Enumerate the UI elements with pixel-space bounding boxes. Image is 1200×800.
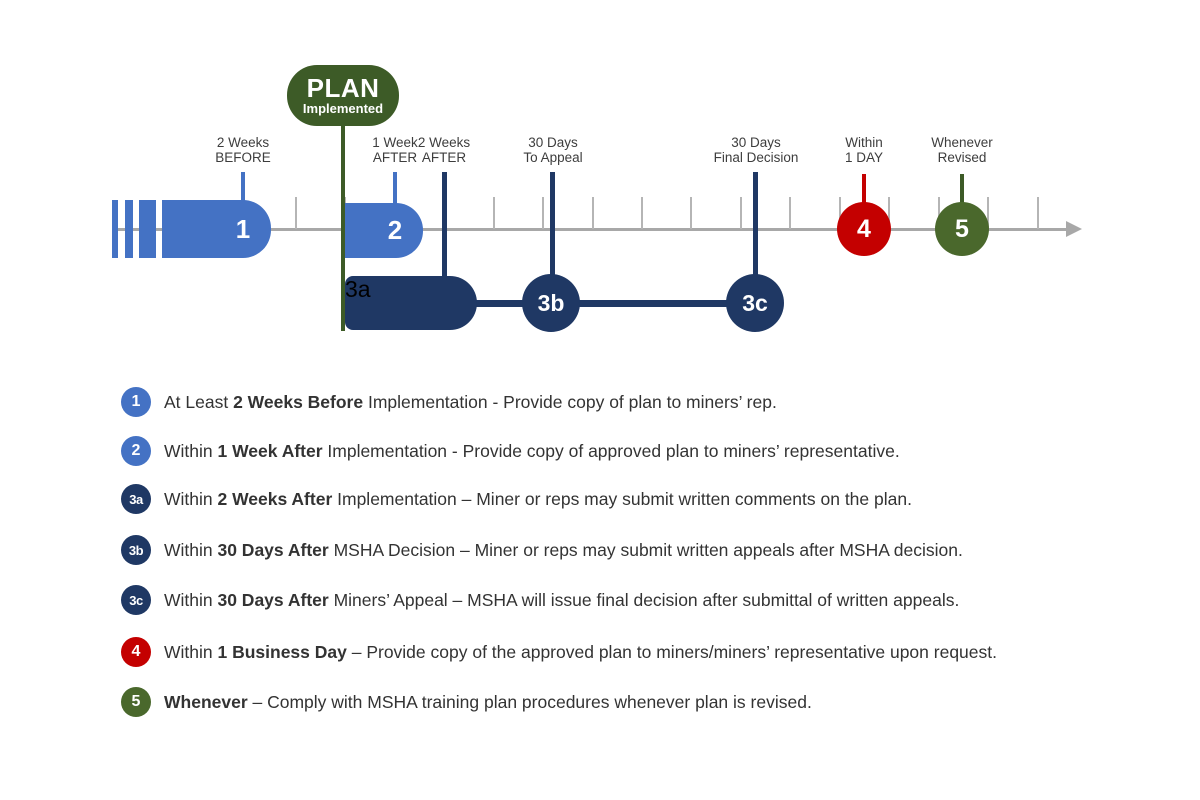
- legend-item-1: 1 At Least 2 Weeks Before Implementation…: [121, 387, 777, 417]
- node-1-label: 1: [235, 213, 251, 244]
- timeline-node-4: 4: [837, 202, 891, 256]
- timeline-tick: [295, 197, 297, 229]
- hatch-bar-icon: [112, 200, 118, 258]
- timeline-node-3c: 3c: [726, 274, 784, 332]
- legend-badge-3a: 3a: [121, 484, 151, 514]
- plan-badge-title: PLAN: [306, 73, 380, 103]
- legend-item-4: 4 Within 1 Business Day – Provide copy o…: [121, 637, 997, 667]
- timeline-tick: [542, 197, 544, 229]
- timeline-node-2: 2: [345, 203, 423, 258]
- legend-item-3a: 3a Within 2 Weeks After Implementation –…: [121, 484, 912, 514]
- timeline-label-2-weeks-before: 2 Weeks BEFORE: [215, 135, 271, 165]
- legend-text-1: At Least 2 Weeks Before Implementation -…: [164, 391, 777, 412]
- timeline-tick: [1037, 197, 1039, 229]
- legend-badge-1: 1: [121, 387, 151, 417]
- timeline-tick: [987, 197, 989, 229]
- plan-badge-subtitle: Implemented: [302, 101, 384, 116]
- node-3b-label: 3b: [537, 289, 565, 316]
- legend-badge-3c: 3c: [121, 585, 151, 615]
- node-3c-label: 3c: [742, 289, 768, 316]
- timeline-tick: [690, 197, 692, 229]
- timeline-node-1: 1: [162, 200, 271, 258]
- timeline-tick: [839, 197, 841, 229]
- legend-text-3c: Within 30 Days After Miners’ Appeal – MS…: [164, 589, 960, 610]
- legend-text-5: Whenever – Comply with MSHA training pla…: [164, 691, 812, 712]
- plan-implemented-badge: PLAN Implemented: [287, 65, 399, 126]
- timeline-label-within-1-day: Within 1 DAY: [844, 135, 884, 165]
- drop-line-3b: [550, 172, 555, 276]
- timeline-node-5: 5: [935, 202, 989, 256]
- timeline-tick: [789, 197, 791, 229]
- drop-line-4: [862, 174, 866, 203]
- node-5-label: 5: [955, 214, 969, 243]
- timeline-label-30-days-to-appeal: 30 Days To Appeal: [523, 135, 583, 165]
- hatch-bar-icon: [139, 200, 156, 258]
- legend-text-2: Within 1 Week After Implementation - Pro…: [164, 440, 900, 461]
- legend-badge-2: 2: [121, 436, 151, 466]
- legend-item-2: 2 Within 1 Week After Implementation - P…: [121, 436, 900, 466]
- drop-line-2: [393, 172, 397, 205]
- legend-text-3a: Within 2 Weeks After Implementation – Mi…: [164, 488, 912, 509]
- timeline-tick: [641, 197, 643, 229]
- timeline-tick: [740, 197, 742, 229]
- plan-implemented-line: [341, 124, 345, 331]
- timeline-label-2-weeks-after: 2 Weeks AFTER: [417, 135, 471, 165]
- node-3a-label: 3a: [345, 276, 371, 302]
- appeal-connector-line: [462, 300, 755, 307]
- timeline-label-whenever-revised: Whenever Revised: [931, 135, 993, 165]
- timeline-tick: [888, 197, 890, 229]
- timeline-axis: [118, 228, 1070, 231]
- legend-text-3b: Within 30 Days After MSHA Decision – Min…: [164, 539, 963, 560]
- drop-line-5: [960, 174, 964, 203]
- legend-item-3c: 3c Within 30 Days After Miners’ Appeal –…: [121, 585, 959, 615]
- legend-text-4: Within 1 Business Day – Provide copy of …: [164, 641, 997, 662]
- drop-line-3a: [442, 172, 447, 290]
- node-4-label: 4: [857, 214, 871, 243]
- timeline-tick: [592, 197, 594, 229]
- timeline-label-1-week-after: 1 Week AFTER: [372, 135, 418, 165]
- legend-badge-3b: 3b: [121, 535, 151, 565]
- timeline-node-3b: 3b: [522, 274, 580, 332]
- node-2-label: 2: [387, 215, 403, 245]
- drop-line-1: [241, 172, 245, 203]
- timeline-tick: [493, 197, 495, 229]
- hatch-bar-icon: [125, 200, 133, 258]
- legend-badge-5: 5: [121, 687, 151, 717]
- legend-item-5: 5 Whenever – Comply with MSHA training p…: [121, 687, 812, 717]
- legend-badge-4: 4: [121, 637, 151, 667]
- legend-item-3b: 3b Within 30 Days After MSHA Decision – …: [121, 535, 963, 565]
- drop-line-3c: [753, 172, 758, 276]
- timeline-label-30-days-final-decision: 30 Days Final Decision: [713, 135, 799, 165]
- timeline-arrowhead-icon: [1066, 221, 1082, 237]
- timeline-node-3a: 3a: [345, 276, 477, 330]
